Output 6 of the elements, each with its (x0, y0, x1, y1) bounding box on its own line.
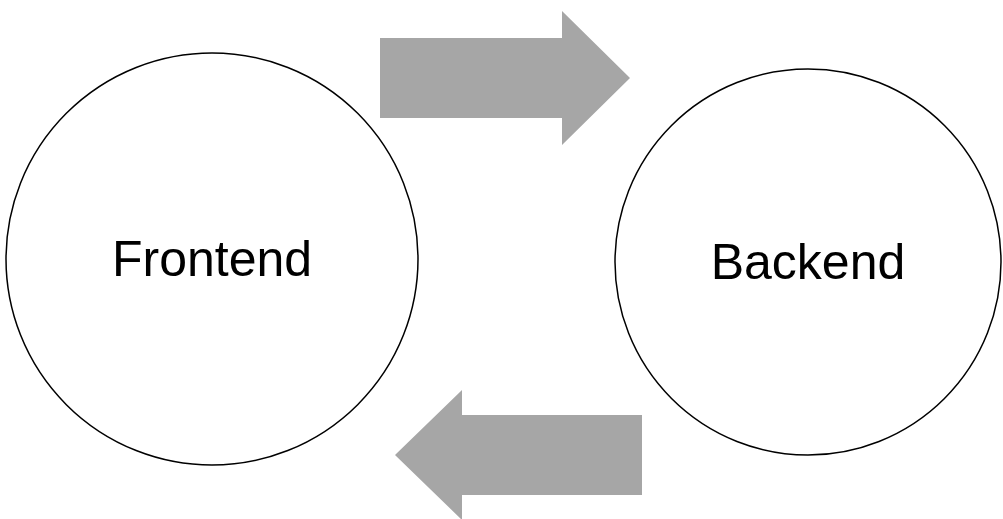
block-arrow (380, 11, 630, 145)
node-label: Frontend (111, 230, 313, 288)
block-arrow (395, 390, 642, 519)
circle-node (5, 52, 419, 466)
node-label: Backend (710, 233, 906, 291)
circle-node (614, 68, 1002, 456)
